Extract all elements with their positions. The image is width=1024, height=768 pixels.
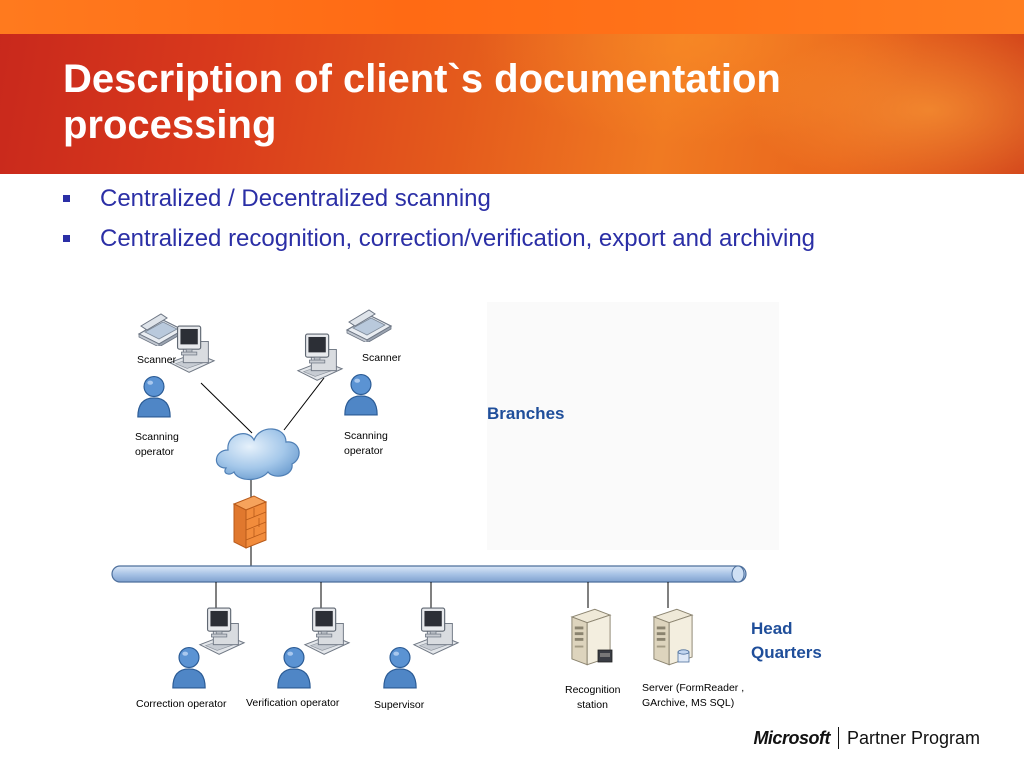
left-operator-icon [137,375,171,418]
network-diagram: Scanner Scanning operator Scanner Scanni… [111,302,779,711]
verification-operator-icon [277,646,311,689]
correction-operator-label: Correction operator [136,698,227,710]
left-operator-label-2: operator [135,446,175,458]
verification-operator-label: Verification operator [246,697,340,709]
link-left-to-cloud [200,382,253,434]
slide-title: Description of client`s documentation pr… [63,57,781,147]
correction-operator-icon [172,646,206,689]
right-operator-label-1: Scanning [344,430,388,442]
left-scanner-label: Scanner [137,354,177,366]
bullet-square-icon [63,235,70,242]
banner-top-stripe [0,0,1024,34]
partner-program-text: Partner Program [846,727,980,748]
bullet-item: Centralized / Decentralized scanning [63,185,815,212]
hq-label-line-1: Head [751,619,793,638]
correction-computer-icon [199,607,245,655]
right-operator-label-2: operator [344,445,384,457]
scanner-device-icon [597,649,613,663]
bullet-item: Centralized recognition, correction/veri… [63,225,815,252]
left-operator-label-1: Scanning [135,431,179,443]
supervisor-icon [383,646,417,689]
bullet-text: Centralized / Decentralized scanning [100,185,491,212]
hq-label-line-2: Quarters [751,643,822,662]
right-computer-icon [297,333,343,381]
server-label-1: Server (FormReader , [642,682,744,694]
branches-panel [487,302,779,550]
database-icon [677,649,690,663]
logo-divider [837,727,839,749]
firewall-icon [232,495,268,549]
internet-cloud-icon [215,428,300,481]
title-banner: Description of client`s documentation pr… [0,0,1024,174]
head-quarters-label: Head Quarters [751,617,822,665]
network-bus [111,565,747,583]
right-operator-icon [344,373,378,416]
branches-label: Branches [487,404,564,423]
supervisor-label: Supervisor [374,699,425,711]
bullet-square-icon [63,195,70,202]
supervisor-computer-icon [413,607,459,655]
recognition-label-2: station [577,699,608,711]
bullet-text: Centralized recognition, correction/veri… [100,225,816,252]
recognition-label-1: Recognition [565,684,621,696]
left-scanner-icon [138,313,184,346]
microsoft-wordmark: Microsoft [753,727,830,748]
right-scanner-label: Scanner [362,352,402,364]
right-scanner-icon [346,309,392,342]
link-right-to-cloud [283,377,325,431]
server-label-2: GArchive, MS SQL) [642,697,734,709]
partner-logo: Microsoft Partner Program [753,724,980,752]
verification-computer-icon [304,607,350,655]
bullet-list: Centralized / Decentralized scanning Cen… [63,185,815,265]
